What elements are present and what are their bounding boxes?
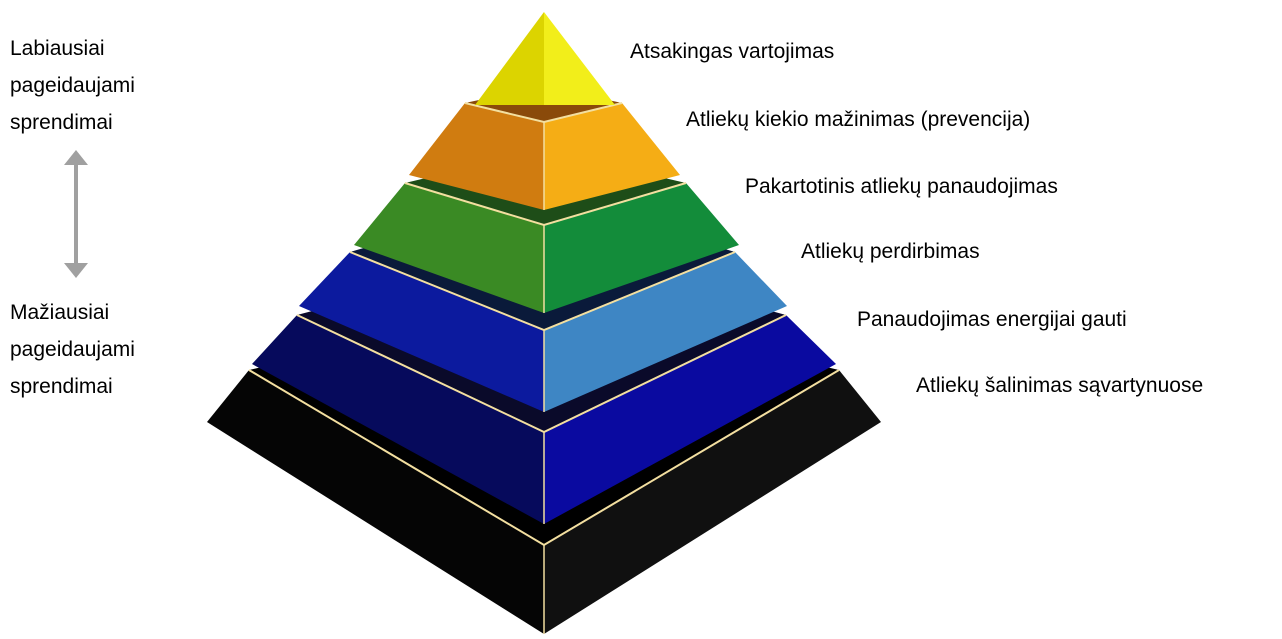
layer-left-face (207, 370, 544, 634)
level-label-landfill-disposal: Atliekų šalinimas sąvartynuose (916, 374, 1204, 397)
layer-right-face (544, 370, 881, 634)
layer-left-face (354, 183, 544, 313)
double-arrow-icon (64, 150, 88, 278)
most-preferred-line-2: pageidaujami (10, 74, 135, 97)
layer-left-face (299, 252, 544, 412)
layer-right-face (544, 12, 615, 105)
level-label-recycling: Atliekų perdirbimas (801, 240, 980, 263)
most-preferred-label: Labiausiai pageidaujami sprendimai (10, 30, 135, 141)
level-label-energy-recovery: Panaudojimas energijai gauti (857, 308, 1127, 331)
most-preferred-line-1: Labiausiai (10, 37, 105, 60)
layer-left-face (475, 12, 544, 105)
most-preferred-line-3: sprendimai (10, 111, 113, 134)
least-preferred-line-2: pageidaujami (10, 338, 135, 361)
layer-right-face (544, 183, 739, 313)
layer-right-face (544, 252, 787, 412)
pyramid-layer-responsible-consumption (475, 12, 615, 105)
least-preferred-label: Mažiausiai pageidaujami sprendimai (10, 294, 135, 405)
layer-right-face (544, 103, 680, 210)
layer-left-face (252, 315, 544, 524)
least-preferred-line-3: sprendimai (10, 375, 113, 398)
least-preferred-line-1: Mažiausiai (10, 301, 110, 324)
level-label-reuse: Pakartotinis atliekų panaudojimas (745, 175, 1058, 198)
layer-left-face (409, 103, 544, 210)
level-label-responsible-consumption: Atsakingas vartojimas (630, 40, 835, 63)
level-label-waste-prevention: Atliekų kiekio mažinimas (prevencija) (686, 108, 1031, 131)
layer-right-face (544, 315, 836, 524)
